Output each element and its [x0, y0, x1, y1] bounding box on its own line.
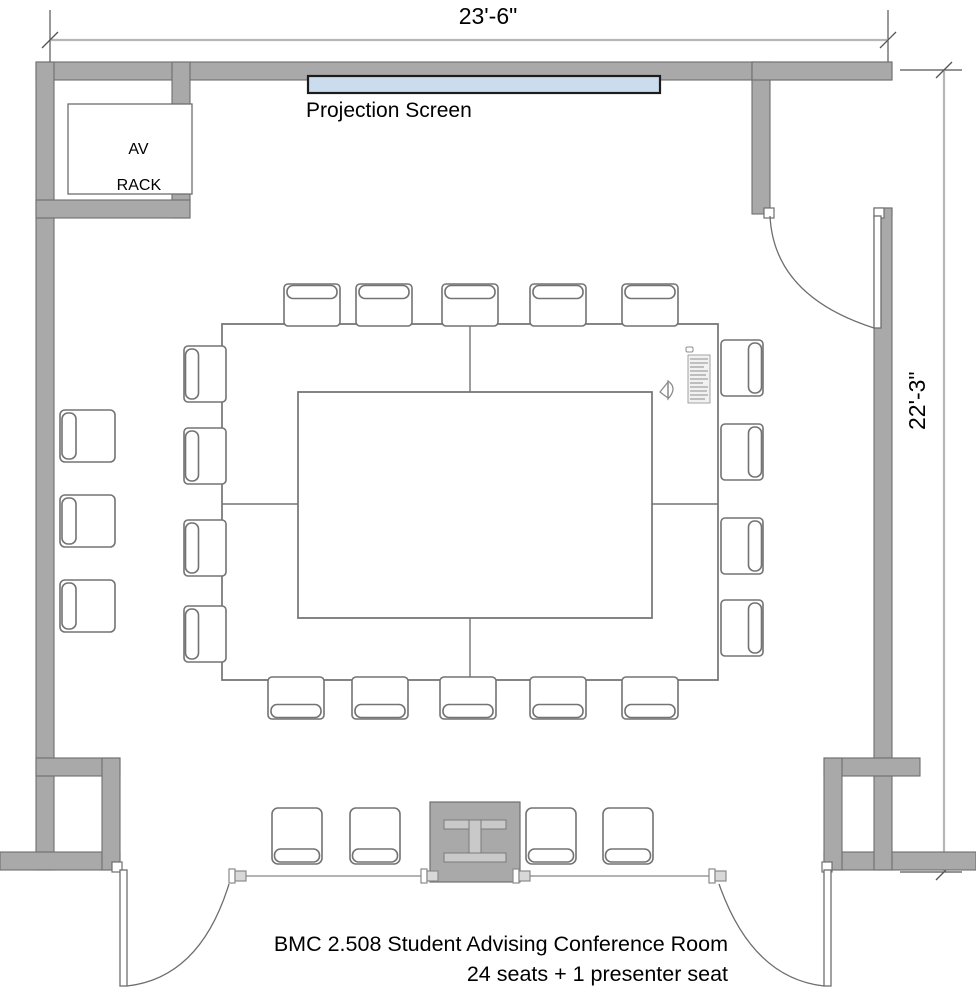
chair	[525, 807, 577, 865]
bottom-glass-partition	[228, 868, 727, 884]
dimension-depth-label: 22'-3"	[904, 371, 930, 430]
room-walls	[0, 61, 976, 871]
door-bottom-left[interactable]	[111, 861, 230, 987]
chair	[351, 676, 409, 720]
chair	[720, 423, 764, 481]
conference-table	[221, 323, 719, 681]
dimension-right	[900, 61, 962, 881]
chair	[59, 494, 116, 548]
door-bottom-right[interactable]	[718, 861, 833, 987]
bottom-right-closet-walls	[823, 757, 921, 871]
chair	[441, 283, 499, 327]
chair	[183, 427, 227, 485]
av-rack-label-line-1: AV	[128, 140, 149, 158]
chair	[349, 807, 401, 865]
chair	[59, 579, 116, 633]
chair	[720, 517, 764, 575]
dimension-top	[41, 10, 897, 62]
chair	[283, 283, 341, 327]
bottom-left-closet-walls	[35, 757, 121, 871]
chair	[183, 519, 227, 577]
room-caption-seats: 24 seats + 1 presenter seat	[466, 962, 728, 986]
structural-column	[429, 801, 521, 883]
chair	[267, 676, 325, 720]
table-chairs-right	[720, 339, 764, 657]
chair	[355, 283, 413, 327]
table-chairs-left	[183, 345, 227, 663]
table-chairs-top	[283, 283, 679, 327]
wall-chairs-left	[59, 409, 116, 633]
dimension-width-label: 23'-6"	[458, 3, 518, 29]
projection-screen-label: Projection Screen	[306, 99, 472, 122]
chair	[59, 409, 116, 463]
room-caption-title: BMC 2.508 Student Advising Conference Ro…	[273, 932, 728, 956]
chair	[529, 676, 587, 720]
av-control-panel[interactable]	[685, 346, 711, 404]
speakerphone-icon	[659, 379, 674, 401]
chair	[621, 676, 679, 720]
chair	[271, 807, 323, 865]
av-rack-label-line-2: RACK	[116, 176, 162, 194]
chair	[720, 339, 764, 397]
door-top-right[interactable]	[763, 207, 885, 329]
chair	[439, 676, 497, 720]
chair	[529, 283, 587, 327]
chair	[602, 807, 654, 865]
chair	[183, 605, 227, 663]
av-rack	[67, 103, 193, 195]
chair	[720, 599, 764, 657]
table-chairs-bottom	[267, 676, 679, 720]
projection-screen	[306, 74, 662, 95]
chair	[183, 345, 227, 403]
chair	[621, 283, 679, 327]
av-rack-label: AV RACK	[70, 123, 190, 213]
